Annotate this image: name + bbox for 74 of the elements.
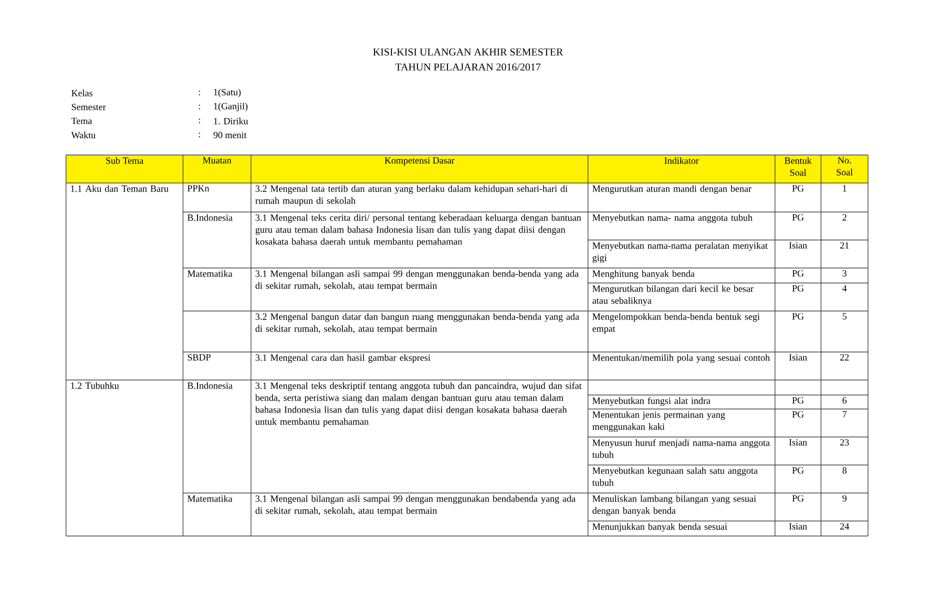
subject-text: B.Indonesia [187,214,233,221]
indicator-text: Menyusun huruf menjadi nama-nama anggota tubuh [592,439,770,458]
theme-text: 1.1 Aku dan Teman Baru [71,185,168,192]
header-text: No. Soal [836,157,853,176]
question-number: 21 [840,242,849,248]
info-value: 90 menit [214,132,247,138]
question-type: Isian [789,242,808,249]
indicator-text: Menyebutkan fungsi alat indra [592,397,710,406]
indicator-text: Menunjukkan banyak benda sesuai [592,523,728,532]
info-label: Semester [72,104,106,110]
question-number: 1 [842,185,846,192]
question-number: 5 [842,313,846,320]
info-label: Kelas [71,90,92,96]
subject-text: PPKn [187,185,210,192]
question-number: 22 [840,354,849,360]
question-number: 6 [842,397,847,404]
header-text: Bentuk Soal [784,157,812,176]
indicator-text: Mengurutkan aturan mandi dengan benar [592,185,752,194]
indicator-text: Mengurutkan bilangan dari kecil ke besar atau sebaliknya [592,285,754,306]
question-number: 8 [842,467,847,474]
subject-text: SBDP [188,354,210,361]
question-type: Isian [789,523,808,530]
competency-text: 3.1 Mengenal cara dan hasil gambar ekspresi [256,354,430,363]
header-text: Kompetensi Dasar [384,157,454,166]
subtitle: TAHUN PELAJARAN 2016/2017 [395,63,540,71]
question-type: PG [792,270,804,277]
separator-colon: : [198,104,200,110]
question-number: 24 [840,523,850,530]
question-type: Isian [789,439,808,446]
indicator-text: Menghitung banyak benda [592,270,695,279]
question-number: 4 [842,285,847,292]
info-value: 1(Satu) [214,88,241,98]
header-text: Indikator [664,157,699,164]
indicator-text: Menentukan jenis permainan yang menggunakan kaki [592,411,726,432]
separator-colon: : [198,90,200,96]
question-type: PG [792,397,804,404]
question-number: 23 [840,439,849,446]
competency-text: 3.2 Mengenal tata tertib dan aturan yang berlaku dalam kehidupan sehari-hari di rumah maupun di sekolah [255,185,568,206]
question-type: Isian [789,354,808,361]
question-type: PG [792,495,804,502]
subject-text: Matematika [187,495,232,502]
subject-text: B.Indonesia [187,382,233,389]
separator-colon: : [198,118,200,124]
header-text: Muatan [202,157,232,164]
competency-text: 3.1 Mengenal bilangan asli sampai 99 dengan menggunakan bendabenda yang ada di sekitar rumah, sekolah, atau tempat bermain [256,495,576,516]
competency-text: 3.1 Mengenal bilangan asli sampai 99 dengan menggunakan benda-benda yang ada di sekitar rumah, sekolah, atau tempat bermain [256,270,579,291]
indicator-text: Mengelompokkan benda-benda bentuk segi empat [592,313,760,334]
question-type: PG [792,185,804,192]
info-value: 1. Diriku [214,118,248,124]
header-text: Sub Tema [106,157,144,164]
competency-text: 3.1 Mengenal teks cerita diri/ personal tentang keberadaan keluarga dengan bantuan guru atau teman dalam bahasa Indonesia lisan dan tulis yang dapat diisi dengan kosakata bahasa daerah untuk membantu pemahaman [255,214,582,247]
theme-text: 1.2 Tubuhku [71,382,119,389]
indicator-text: Menyebutkan nama- nama anggota tubuh [592,214,752,223]
indicator-text: Menyebutkan nama-nama peralatan menyikat gigi [592,242,768,263]
info-label: Waktu [71,132,96,138]
question-type: PG [792,313,804,320]
question-number: 9 [842,495,846,502]
competency-text: 3.1 Mengenal teks deskriptif tentang anggota tubuh dan pancaindra, wujud dan sifat benda, serta peristiwa siang dan malam dengan bantuan guru atau teman dalam bahasa Indonesia lisan dan tulis yang dapat diisi dengan kosakata bahasa daerah untuk membantu pemahaman [255,382,582,427]
title: KISI-KISI ULANGAN AKHIR SEMESTER [373,48,564,56]
question-number: 7 [842,411,847,418]
indicator-text: Menuliskan lambang bilangan yang sesuai dengan banyak benda [592,495,756,516]
question-type: PG [792,214,804,221]
info-value: 1(Ganjil) [214,102,248,112]
competency-text: 3.2 Mengenal bangun datar dan bangun ruang menggunakan benda-benda yang ada di sekitar rumah, sekolah, atau tempat bermain [256,313,580,334]
question-type: PG [792,411,804,418]
indicator-text: Menentukan/memilih pola yang sesuai contoh [592,354,770,363]
info-label: Tema [71,118,92,124]
question-number: 2 [842,214,846,220]
question-type: PG [792,467,804,474]
indicator-text: Menyebutkan kegunaan salah satu anggota tubuh [592,467,758,486]
question-number: 3 [842,270,846,277]
separator-colon: : [198,132,200,138]
question-type: PG [792,285,804,292]
subject-text: Matematika [187,270,232,277]
